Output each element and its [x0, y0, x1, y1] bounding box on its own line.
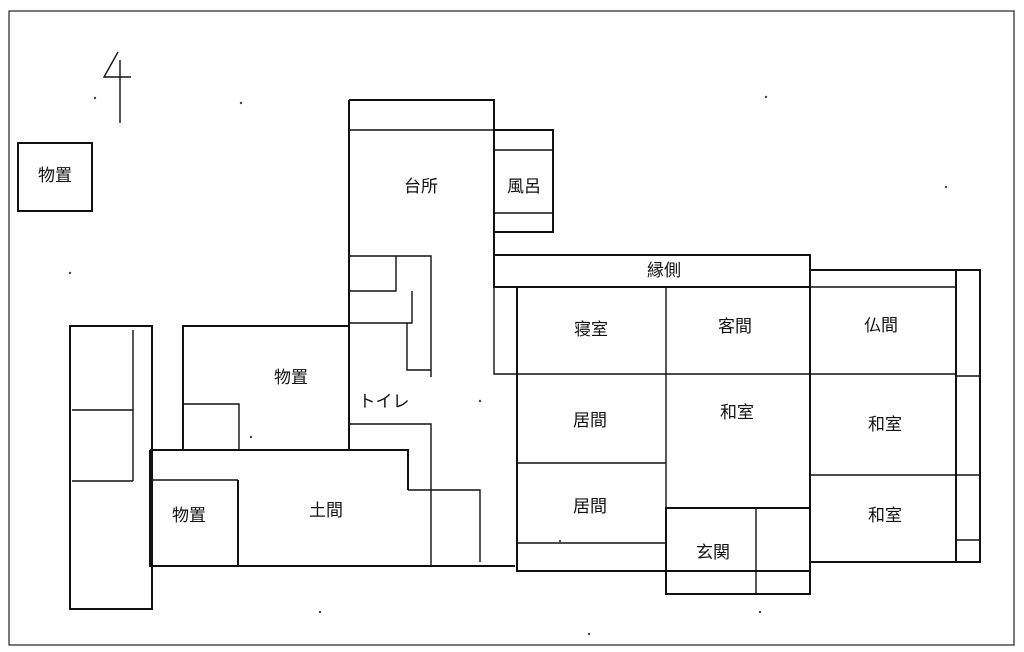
- storage-shed-outline: [17, 142, 93, 212]
- label-bath: 風呂: [507, 177, 541, 197]
- label-middle-storage: 物置: [274, 368, 308, 388]
- label-veranda: 縁側: [647, 261, 681, 281]
- label-guest-room: 客間: [718, 317, 752, 337]
- label-storage-shed: 物置: [38, 166, 72, 186]
- hall-partitions: [349, 255, 481, 562]
- middle-storage-block: [182, 325, 349, 450]
- label-japanese-room-right-1: 和室: [868, 415, 902, 435]
- label-kitchen: 台所: [404, 177, 438, 197]
- label-earthen-floor: 土間: [309, 501, 343, 521]
- page-border: [8, 10, 1015, 646]
- label-entrance: 玄関: [696, 543, 730, 563]
- label-japanese-room-right-2: 和室: [868, 506, 902, 526]
- earthen-floor-block: [149, 449, 515, 567]
- kitchen-block: [348, 99, 554, 450]
- label-toilet: トイレ: [359, 392, 410, 412]
- label-small-storage: 物置: [172, 506, 206, 526]
- label-living-room-1: 居間: [573, 411, 607, 431]
- label-bedroom: 寝室: [574, 319, 608, 340]
- main-house: [493, 254, 981, 595]
- label-japanese-room-center: 和室: [720, 403, 754, 423]
- scan-specks: [68, 95, 948, 636]
- label-living-room-2: 居間: [573, 497, 607, 517]
- north-marker: [102, 51, 131, 123]
- label-buddhist-room: 仏間: [864, 316, 898, 336]
- left-annex: [69, 325, 153, 610]
